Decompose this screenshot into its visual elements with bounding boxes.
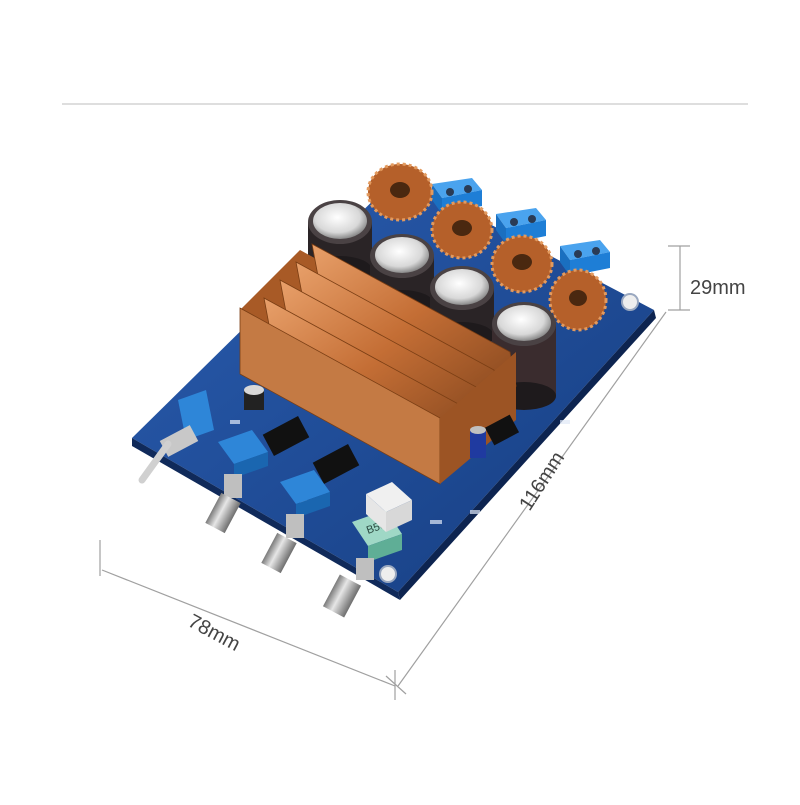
chips [244,385,520,484]
inductors [366,162,608,332]
potentiometers: B50K [205,430,402,618]
toggle-switch [138,390,214,484]
heatsink [239,243,517,485]
dimension-lines [99,245,690,700]
white-connector [366,482,412,532]
height-dimension-label: 29mm [690,277,746,299]
